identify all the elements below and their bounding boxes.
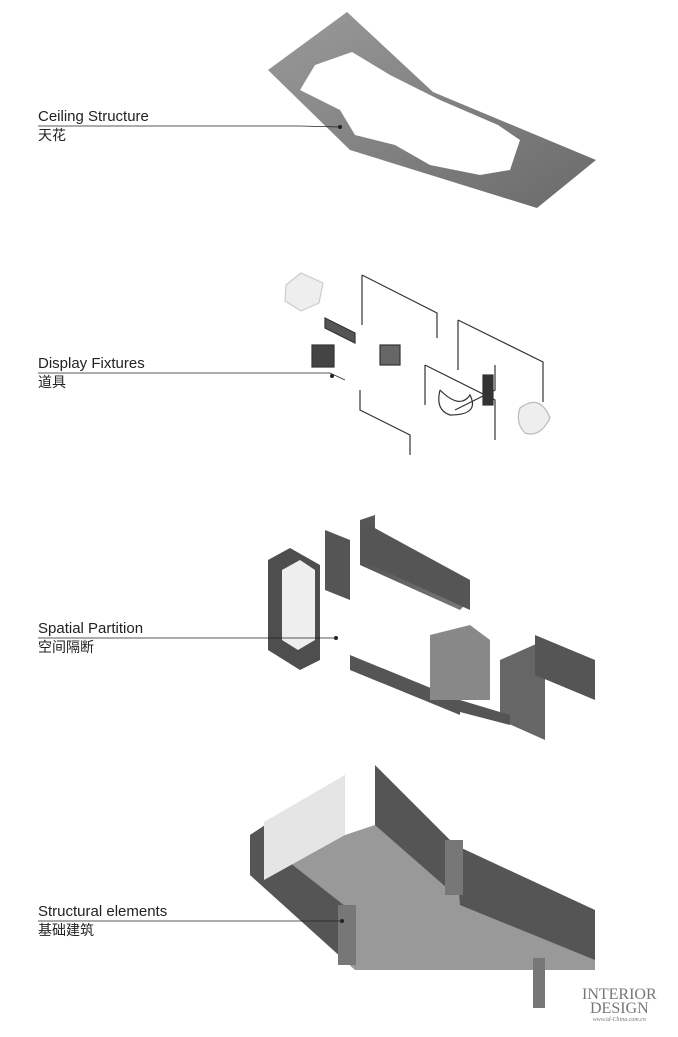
layer-label-ceiling: Ceiling Structure 天花 xyxy=(38,108,149,144)
interior-design-watermark: INTERIOR DESIGN www.id-China.com.cn xyxy=(582,986,657,1024)
label-en: Structural elements xyxy=(38,903,168,920)
watermark-line2: DESIGN xyxy=(589,1000,649,1017)
watermark-line1: INTERIOR xyxy=(582,986,657,1003)
structural-elements-layer xyxy=(250,765,595,1008)
label-cn: 道具 xyxy=(38,374,66,390)
layer-label-partition: Spatial Partition 空间隔断 xyxy=(38,620,143,656)
leader-lines xyxy=(38,125,346,922)
spatial-partition-layer xyxy=(268,515,595,740)
layer-label-fixtures: Display Fixtures 道具 xyxy=(38,355,145,391)
label-cn: 天花 xyxy=(38,127,66,143)
ceiling-structure-layer xyxy=(268,12,596,208)
display-fixtures-layer xyxy=(284,272,551,455)
watermark-url: www.id-China.com.cn xyxy=(592,1017,646,1023)
label-en: Spatial Partition xyxy=(38,620,144,637)
label-en: Ceiling Structure xyxy=(38,108,149,125)
layer-label-structure: Structural elements 基础建筑 xyxy=(38,903,167,939)
label-cn: 空间隔断 xyxy=(38,639,94,655)
label-cn: 基础建筑 xyxy=(38,922,94,938)
label-en: Display Fixtures xyxy=(38,355,145,372)
